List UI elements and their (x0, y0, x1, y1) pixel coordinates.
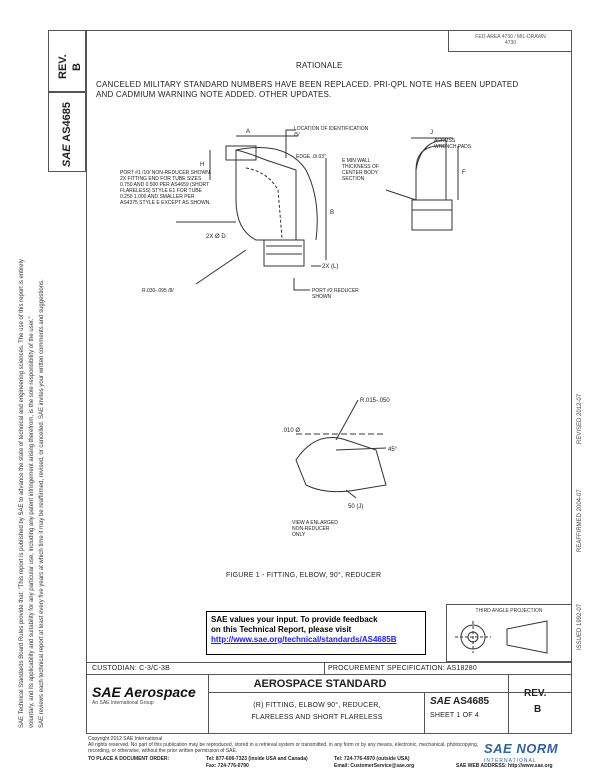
title-block-div-4 (508, 674, 509, 734)
sae-aerospace-brand: SAE Aerospace An SAE International Group (92, 684, 196, 706)
title-doc-number: SAE AS4685 (430, 696, 489, 707)
dim-b-text: B (330, 210, 334, 216)
feedback-line-1: SAE values your input. To provide feedba… (211, 615, 378, 624)
right-view-cap (416, 146, 446, 170)
leader-radius (196, 250, 246, 284)
elbow-inner-bore (246, 168, 282, 238)
title-sae-logo: SAE (430, 696, 451, 707)
rights-line-1: All rights reserved. No part of this pub… (88, 742, 479, 748)
title-block-row-3 (208, 692, 572, 693)
dim-2xd-text: 2X Ø D (206, 234, 226, 240)
legal-notice-line-2: voluntary, and its applicability and sui… (29, 316, 35, 728)
edge-label: EDGE .0/.03" (296, 154, 326, 160)
reaffirmed-date: REAFFIRMED 2004-07 (577, 489, 583, 552)
third-angle-symbol (447, 615, 571, 659)
leader-wall (386, 190, 416, 200)
leader-port2 (294, 278, 310, 290)
dim-a-text: A (246, 129, 250, 135)
elbow-outer-curve (236, 148, 317, 241)
procurement-spec: PROCUREMENT SPECIFICATION: AS18280 (328, 665, 477, 672)
angle-45-text: 45° (388, 447, 398, 453)
across-pads-label: ACROSS WRENCH PADS (434, 138, 472, 150)
title-rev-value: B (534, 704, 542, 715)
elbow-body (236, 150, 296, 240)
view-a-angle (336, 448, 386, 450)
feedback-line-2: on this Technical Report, please visit (211, 625, 352, 634)
radius-top-text: R.015-.050 (360, 398, 390, 404)
left-column-divider (86, 30, 87, 662)
radius-left-label: R.030-.095 /8/ (142, 288, 174, 294)
custodian: CUSTODIAN: C-3/C-3B (92, 665, 170, 672)
dim-k-text: .010 Ø (282, 428, 300, 434)
sheet-number: SHEET 1 OF 4 (430, 712, 479, 719)
view-a-dim (346, 490, 356, 498)
rationale-text: CANCELED MILITARY STANDARD NUMBERS HAVE … (96, 80, 519, 99)
aerospace-standard: AEROSPACE STANDARD (253, 678, 387, 690)
side-doc-number: SAE AS4685 (61, 102, 73, 167)
top-ref-line-2: 4730 (504, 40, 517, 46)
rights-line-2: recording, or otherwise, without the pri… (88, 748, 238, 754)
side-doc-id: AS4685 (61, 101, 73, 142)
title-doc-id: AS4685 (452, 696, 490, 707)
leader-location (286, 130, 296, 158)
title-block-div-3 (424, 692, 425, 734)
issued-date: ISSUED 1992-07 (577, 603, 583, 650)
title-block-div-2 (208, 674, 209, 734)
side-rev-label: REV. (57, 54, 69, 79)
title-block-top (86, 662, 572, 663)
watermark-sub: INTERNATIONAL (484, 758, 537, 764)
min-wall-label: E MIN WALL THICKNESS OF CENTER BODY SECT… (342, 158, 379, 182)
elbow-bottom-port (264, 240, 304, 266)
side-rev-box: REV. B (48, 30, 86, 92)
location-id-label: LOCATION OF IDENTIFICATION /5/ (294, 126, 369, 138)
title-block-row-2 (86, 674, 572, 675)
rationale-heading: RATIONALE (296, 61, 343, 70)
legal-notice-line-3: SAE reviews each technical report at lea… (39, 279, 45, 728)
right-view-body (416, 140, 446, 200)
dim-50-text: 50 (J) (348, 504, 363, 510)
watermark: SAE NORM INTERNATIONAL (484, 740, 558, 764)
view-a-leader-radius (336, 400, 358, 440)
fax: Fax: 724-776-0790 (206, 763, 249, 769)
view-a-body (296, 438, 386, 492)
brand-sub: An SAE International Group (92, 700, 154, 706)
tel-outside: Tel: 724-776-4970 (outside USA) (334, 756, 410, 762)
legal-notice-line-1: SAE Technical Standards Board Rules prov… (19, 259, 25, 728)
side-doc-box: SAE AS4685 (48, 92, 86, 172)
dim-2xl-text: 2X (L) (322, 264, 338, 270)
brand-name: SAE Aerospace (92, 684, 196, 700)
right-view-port (412, 200, 452, 230)
order-label: TO PLACE A DOCUMENT ORDER: (88, 756, 170, 762)
top-ref-box: FED-AREA 4730 / MIL-DRAWN 4730 (448, 30, 572, 52)
port1-label: PORT #1 /10/ NON-REDUCER SHOWN. 2X FITTI… (120, 170, 212, 206)
view-a-label: VIEW A ENLARGED NON-REDUCER ONLY (292, 520, 338, 538)
title-block-div-1 (324, 662, 325, 674)
side-sae-logo: SAE (61, 144, 73, 167)
elbow-top-port (226, 146, 256, 160)
technical-drawing: A H B F J 2X Ø D 2X (L) 45° R.015-.050 .… (86, 129, 466, 510)
web-address[interactable]: SAE WEB ADDRESS: http://www.sae.org (456, 763, 553, 769)
doc-title-line-1: (R) FITTING, ELBOW 90°, REDUCER, (253, 702, 381, 709)
side-rev-value: B (71, 63, 83, 71)
doc-title-line-2: FLARELESS AND SHORT FLARELESS (251, 714, 383, 721)
feedback-box: SAE values your input. To provide feedba… (206, 611, 426, 655)
top-ref-line-1: FED-AREA 4730 / MIL-DRAWN (475, 34, 546, 40)
port2-label: PORT #2 REDUCER SHOWN (312, 288, 359, 300)
title-rev-label: REV. (524, 688, 547, 699)
watermark-text: SAE NORM (484, 741, 559, 756)
third-angle-box: THIRD ANGLE PROJECTION (446, 604, 572, 662)
tel-inside: Tel: 877-606-7323 (inside USA and Canada… (206, 756, 308, 762)
dim-h-text: H (200, 162, 204, 168)
email: Email: CustomerService@sae.org (334, 763, 415, 769)
feedback-link[interactable]: http://www.sae.org/technical/standards/A… (211, 635, 397, 644)
revised-date: REVISED 2012-07 (577, 393, 583, 444)
copyright: Copyright 2012 SAE International (88, 736, 163, 742)
third-angle-label: THIRD ANGLE PROJECTION (475, 608, 543, 614)
figure-caption: FIGURE 1 - FITTING, ELBOW, 90°, REDUCER (226, 572, 382, 579)
dim-j-text: J (430, 130, 433, 136)
dim-f-text: F (462, 170, 466, 176)
